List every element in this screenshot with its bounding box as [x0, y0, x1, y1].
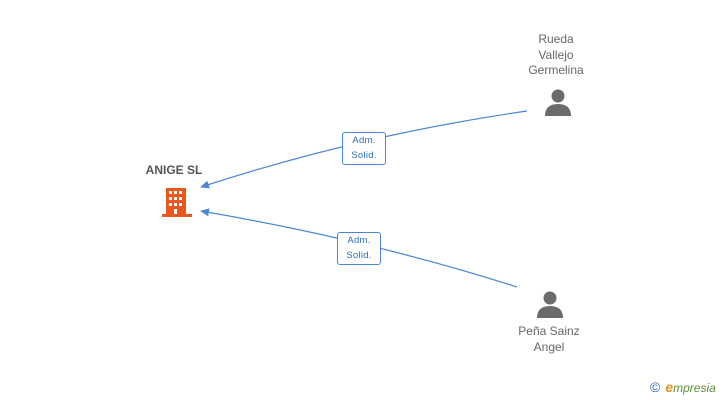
- person-icon[interactable]: [545, 89, 571, 117]
- person-name-line: Rueda: [538, 32, 574, 46]
- person-name-line: Vallejo: [538, 47, 574, 62]
- edge-label: Adm. Solid.: [337, 232, 381, 265]
- edge-label-line: Solid.: [351, 149, 377, 161]
- person-icon[interactable]: [537, 291, 563, 319]
- edge-label-line: Adm.: [352, 135, 376, 146]
- brand-name: mpresia: [673, 381, 716, 395]
- person-name-line: Germelina: [528, 63, 584, 77]
- empresia-logo[interactable]: ©empresia: [650, 379, 716, 395]
- person-name[interactable]: Rueda Vallejo Germelina: [506, 32, 606, 79]
- company-name[interactable]: ANIGE SL: [145, 163, 203, 177]
- building-icon[interactable]: [162, 188, 192, 217]
- edge-label-line: Solid.: [346, 249, 372, 261]
- person-name[interactable]: Peña Sainz Angel: [496, 324, 602, 355]
- person-name-line: Angel: [533, 339, 565, 354]
- person-name-line: Peña Sainz: [518, 324, 580, 338]
- brand-initial: e: [665, 379, 674, 395]
- edge-label-line: Adm.: [347, 235, 371, 246]
- edge-label: Adm. Solid.: [342, 132, 386, 165]
- copyright-icon: ©: [650, 379, 661, 395]
